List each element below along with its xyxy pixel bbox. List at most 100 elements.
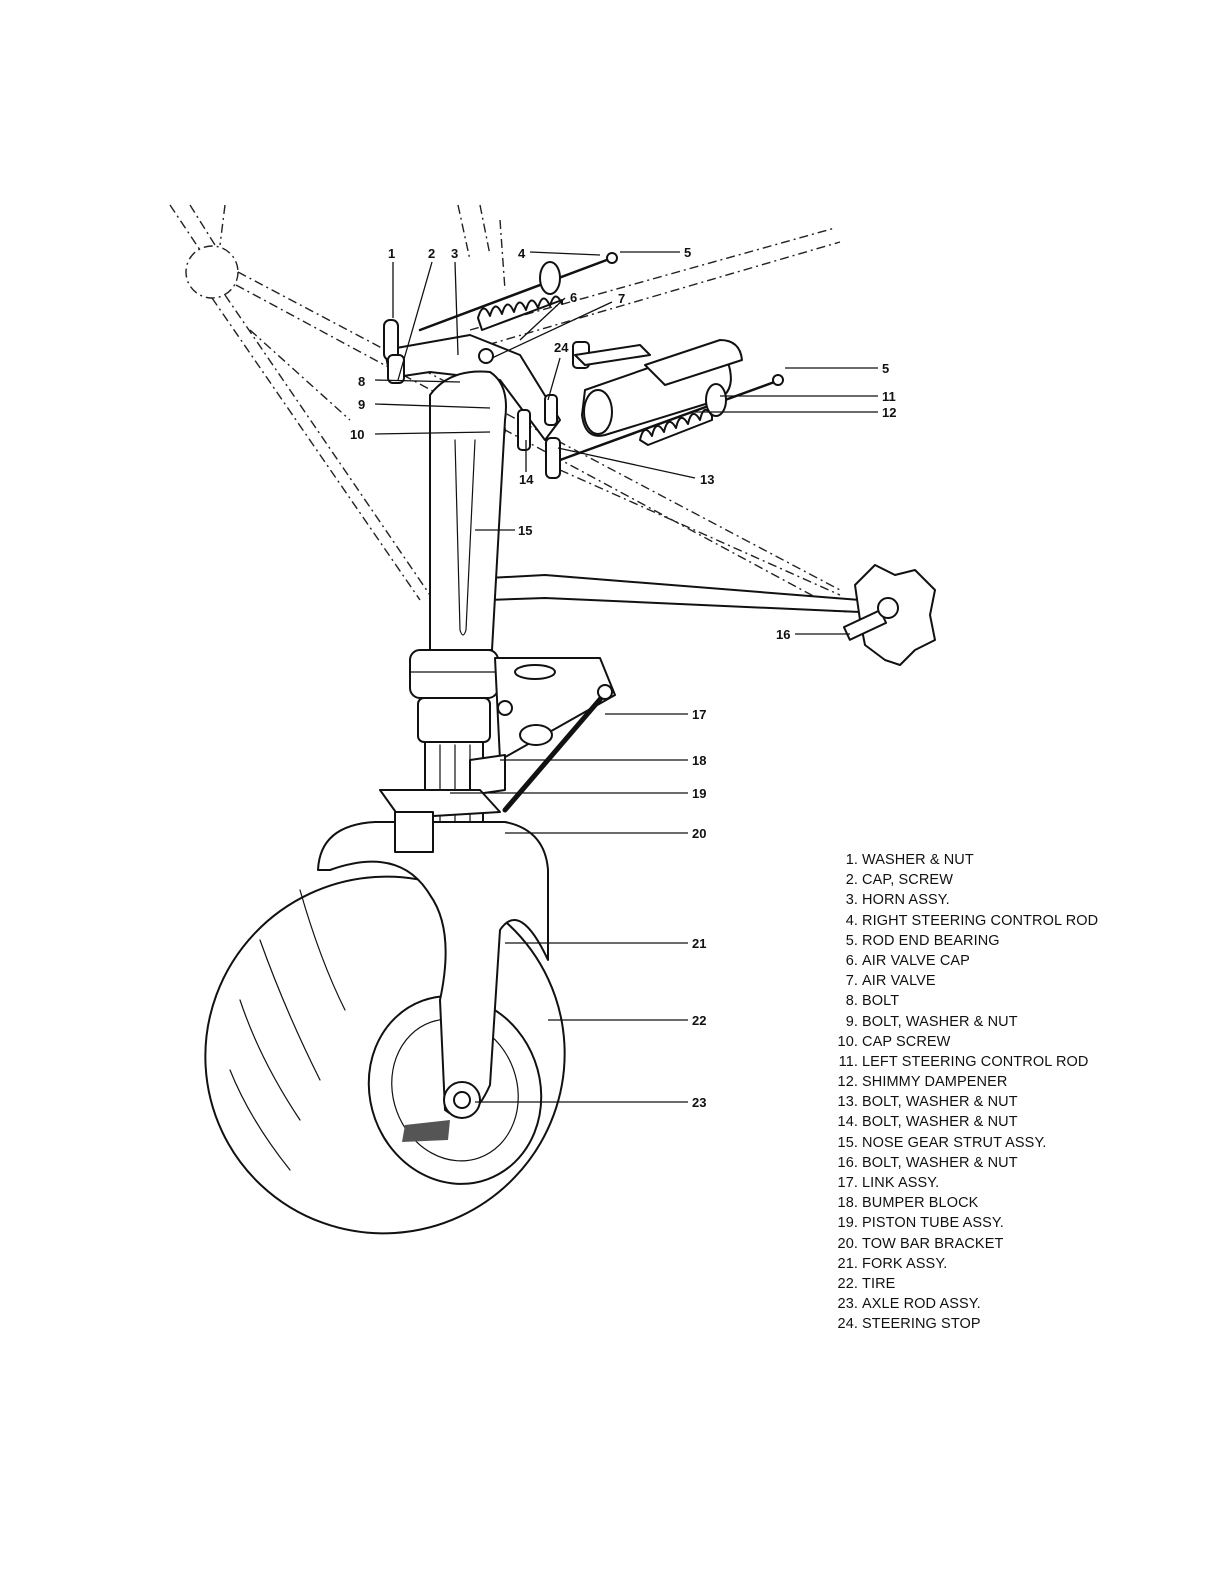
fork-assembly xyxy=(317,789,549,1119)
legend-item: 7.AIR VALVE xyxy=(828,973,1208,993)
callout-9: 9 xyxy=(358,397,365,412)
callout-5-right: 5 xyxy=(882,361,889,376)
legend-number: 15. xyxy=(837,1134,858,1151)
callout-5-top: 5 xyxy=(684,245,691,260)
legend-number: 24. xyxy=(837,1316,858,1333)
legend-item: 5.ROD END BEARING xyxy=(828,933,1208,953)
callout-13: 13 xyxy=(700,472,714,487)
legend-label: NOSE GEAR STRUT ASSY. xyxy=(862,1134,1047,1151)
callout-20: 20 xyxy=(692,826,706,841)
legend-label: AIR VALVE xyxy=(862,973,936,990)
brace-assembly xyxy=(487,564,936,666)
legend-item: 1.WASHER & NUT xyxy=(828,852,1208,872)
legend-item: 16.BOLT, WASHER & NUT xyxy=(828,1155,1208,1175)
legend-number: 19. xyxy=(837,1215,858,1232)
legend-item: 19.PISTON TUBE ASSY. xyxy=(828,1215,1208,1235)
legend-label: LEFT STEERING CONTROL ROD xyxy=(862,1053,1089,1070)
legend-item: 6.AIR VALVE CAP xyxy=(828,953,1208,973)
legend-number: 9. xyxy=(845,1013,858,1030)
legend-number: 13. xyxy=(837,1094,858,1111)
legend-number: 6. xyxy=(845,952,858,969)
callout-17: 17 xyxy=(692,707,706,722)
legend-label: FORK ASSY. xyxy=(862,1255,948,1272)
legend-number: 23. xyxy=(837,1296,858,1313)
legend-number: 21. xyxy=(837,1255,858,1272)
nose-gear-strut xyxy=(409,370,507,743)
legend-number: 2. xyxy=(845,872,858,889)
legend-label: TIRE xyxy=(862,1275,896,1292)
right-steering-rod xyxy=(418,252,618,332)
callout-6: 6 xyxy=(570,290,577,305)
callout-8: 8 xyxy=(358,374,365,389)
legend-label: HORN ASSY. xyxy=(862,892,950,909)
legend-item: 14.BOLT, WASHER & NUT xyxy=(828,1114,1208,1134)
legend-label: BOLT, WASHER & NUT xyxy=(862,1114,1018,1131)
legend-label: BOLT xyxy=(862,993,900,1010)
legend-label: TOW BAR BRACKET xyxy=(862,1235,1004,1252)
legend-item: 18.BUMPER BLOCK xyxy=(828,1195,1208,1215)
legend-label: CAP SCREW xyxy=(862,1033,951,1050)
legend-label: CAP, SCREW xyxy=(862,872,953,889)
airframe-structure xyxy=(169,204,851,613)
legend-number: 1. xyxy=(845,852,858,868)
legend-label: BUMPER BLOCK xyxy=(862,1195,979,1212)
legend-label: SHIMMY DAMPENER xyxy=(862,1074,1008,1091)
legend-label: STEERING STOP xyxy=(862,1316,981,1333)
shimmy-dampener xyxy=(517,339,784,479)
legend-number: 22. xyxy=(837,1275,858,1292)
legend-item: 12.SHIMMY DAMPENER xyxy=(828,1074,1208,1094)
legend-item: 2.CAP, SCREW xyxy=(828,872,1208,892)
legend-number: 20. xyxy=(837,1235,858,1252)
callout-7: 7 xyxy=(618,291,625,306)
callout-10: 10 xyxy=(350,427,364,442)
callout-23: 23 xyxy=(692,1095,706,1110)
legend-number: 3. xyxy=(845,892,858,909)
legend-item: 13.BOLT, WASHER & NUT xyxy=(828,1094,1208,1114)
callout-1: 1 xyxy=(388,246,395,261)
legend-item: 23.AXLE ROD ASSY. xyxy=(828,1296,1208,1316)
legend-item: 20.TOW BAR BRACKET xyxy=(828,1236,1208,1256)
legend-item: 4.RIGHT STEERING CONTROL ROD xyxy=(828,913,1208,933)
legend-label: WASHER & NUT xyxy=(862,852,974,868)
callout-3: 3 xyxy=(451,246,458,261)
legend-number: 10. xyxy=(837,1033,858,1050)
callout-2: 2 xyxy=(428,246,435,261)
legend-number: 5. xyxy=(845,932,858,949)
legend-label: PISTON TUBE ASSY. xyxy=(862,1215,1004,1232)
legend-number: 12. xyxy=(837,1074,858,1091)
legend-item: 24.STEERING STOP xyxy=(828,1316,1208,1336)
callout-15: 15 xyxy=(518,523,532,538)
legend-item: 11.LEFT STEERING CONTROL ROD xyxy=(828,1054,1208,1074)
legend-label: RIGHT STEERING CONTROL ROD xyxy=(862,912,1099,929)
legend-item: 3.HORN ASSY. xyxy=(828,892,1208,912)
callout-22: 22 xyxy=(692,1013,706,1028)
legend-number: 16. xyxy=(837,1154,858,1171)
legend-label: BOLT, WASHER & NUT xyxy=(862,1013,1018,1030)
legend-item: 22.TIRE xyxy=(828,1276,1208,1296)
legend-label: BOLT, WASHER & NUT xyxy=(862,1154,1018,1171)
tire xyxy=(204,875,566,1235)
legend-label: ROD END BEARING xyxy=(862,932,1000,949)
callout-12: 12 xyxy=(882,405,896,420)
callout-4: 4 xyxy=(518,246,526,261)
callout-16: 16 xyxy=(776,627,790,642)
legend-item: 21.FORK ASSY. xyxy=(828,1256,1208,1276)
legend-item: 9.BOLT, WASHER & NUT xyxy=(828,1014,1208,1034)
legend-number: 11. xyxy=(838,1053,858,1070)
legend-number: 14. xyxy=(837,1114,858,1131)
callout-18: 18 xyxy=(692,753,706,768)
callout-11: 11 xyxy=(882,389,896,404)
legend-item: 8.BOLT xyxy=(828,993,1208,1013)
legend-number: 7. xyxy=(845,973,858,990)
callout-numbers: 1 2 3 4 5 6 7 8 9 10 5 11 12 13 14 24 15… xyxy=(350,245,896,1110)
legend-label: AIR VALVE CAP xyxy=(862,952,970,969)
parts-legend: 1.WASHER & NUT 2.CAP, SCREW 3.HORN ASSY.… xyxy=(828,852,1208,1337)
callout-19: 19 xyxy=(692,786,706,801)
callout-24: 24 xyxy=(554,340,569,355)
legend-number: 18. xyxy=(837,1195,858,1212)
callout-leaders xyxy=(374,251,878,1103)
callout-14: 14 xyxy=(519,472,534,487)
piston-tube xyxy=(424,741,506,833)
legend-item: 15.NOSE GEAR STRUT ASSY. xyxy=(828,1135,1208,1155)
